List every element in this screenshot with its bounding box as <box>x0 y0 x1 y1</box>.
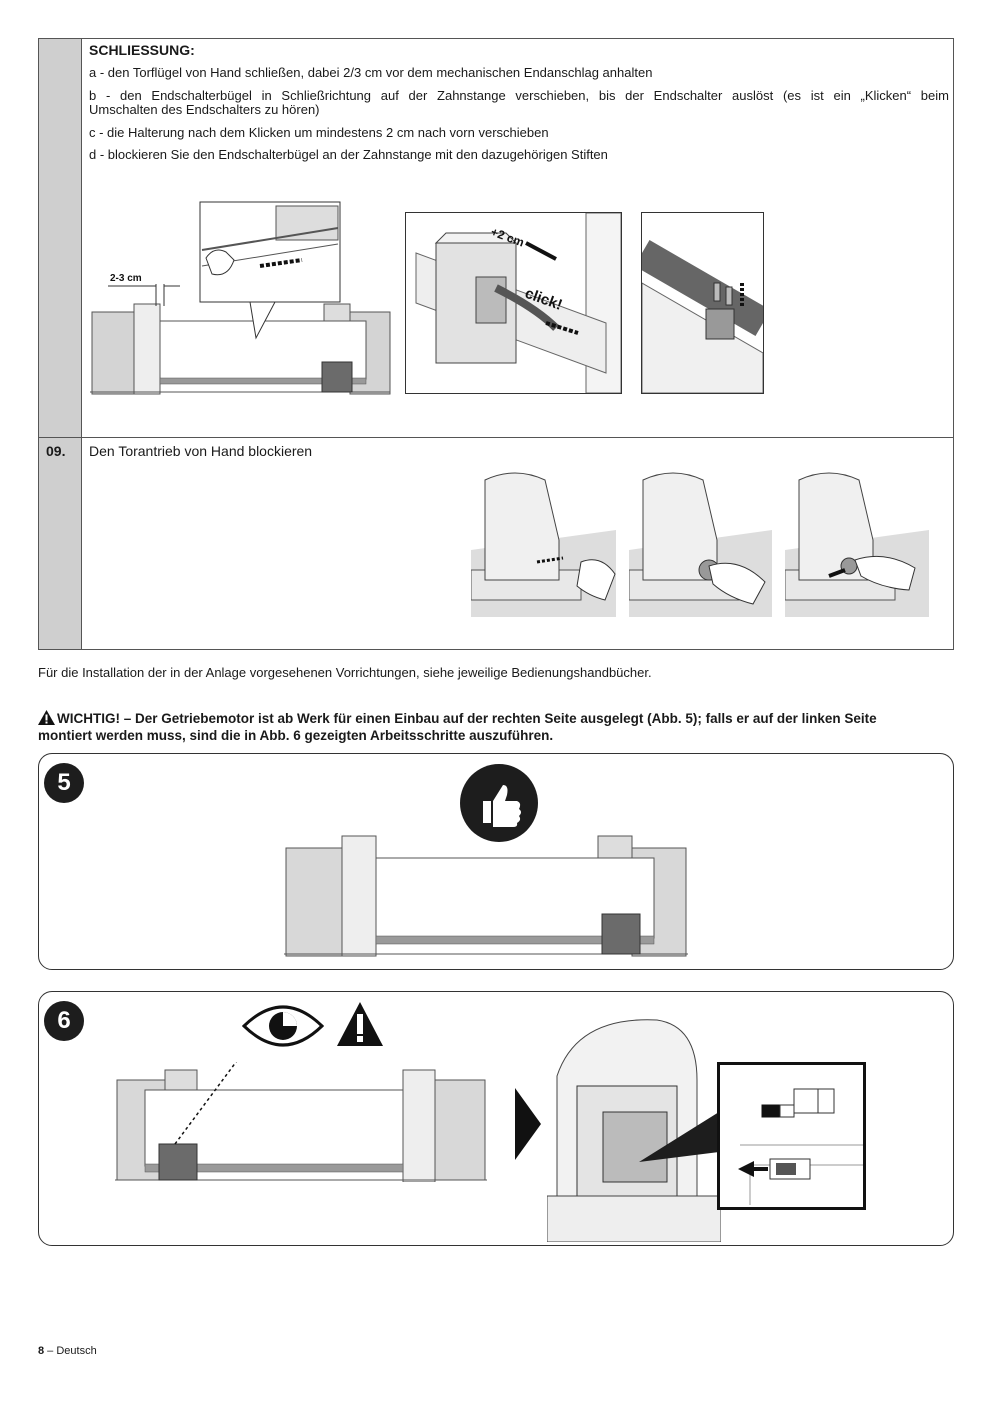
figure-6-number: 6 <box>44 1001 84 1041</box>
figure-5-panel: 5 <box>38 753 954 970</box>
unlock-step-1-illustration <box>471 470 616 617</box>
limit-switch-pins-figure <box>634 212 771 394</box>
closing-item-a: a - den Torflügel von Hand schließen, da… <box>89 65 653 80</box>
page-footer: 8 – Deutsch <box>38 1344 97 1359</box>
installation-note: Für die Installation der in der Anlage v… <box>38 665 652 680</box>
step-09-text: Den Torantrieb von Hand blockieren <box>89 443 313 459</box>
closing-heading: SCHLIESSUNG: <box>89 42 195 58</box>
gate-left-mount-illustration <box>115 1062 487 1182</box>
warning-triangle-icon <box>337 1002 383 1046</box>
closing-item-d: d - blockieren Sie den Endschalterbügel … <box>89 147 608 162</box>
limit-switch-click-figure: +2 cm click! <box>405 212 622 394</box>
eye-icon <box>242 1005 324 1047</box>
warning-line2: montiert werden muss, sind die in Abb. 6… <box>38 728 554 743</box>
zoom-callout-wedge <box>639 1112 719 1162</box>
closing-item-b-line2: Umschalten des Endschalters zu hören) <box>89 102 320 117</box>
unlock-step-3-illustration <box>785 470 929 617</box>
unlock-step-2-illustration <box>629 470 772 617</box>
arrow-right-icon <box>515 1088 541 1160</box>
gap-dimension-label: 2-3 cm <box>110 273 142 284</box>
footer-language: – Deutsch <box>44 1345 97 1357</box>
gate-right-mount-illustration <box>284 835 688 957</box>
gate-closing-illustration: 2-3 cm <box>90 201 391 395</box>
step-number-column <box>39 39 82 649</box>
row-divider <box>39 437 953 438</box>
control-unit-illustration <box>547 1019 721 1242</box>
closing-item-c: c - die Halterung nach dem Klicken um mi… <box>89 125 549 140</box>
instruction-table <box>38 38 954 650</box>
warning-line1: WICHTIG! – Der Getriebemotor ist ab Werk… <box>57 711 877 726</box>
page-number: 8 <box>38 1345 45 1357</box>
step-number: 09. <box>46 443 66 459</box>
switch-detail-figure <box>717 1062 866 1210</box>
figure-6-panel: 6 <box>38 991 954 1246</box>
closing-item-b-line1: b - den Endschalterbügel in Schließricht… <box>89 88 949 103</box>
warning-icon <box>38 710 55 725</box>
thumbs-up-icon <box>460 764 538 842</box>
figure-5-number: 5 <box>44 763 84 803</box>
